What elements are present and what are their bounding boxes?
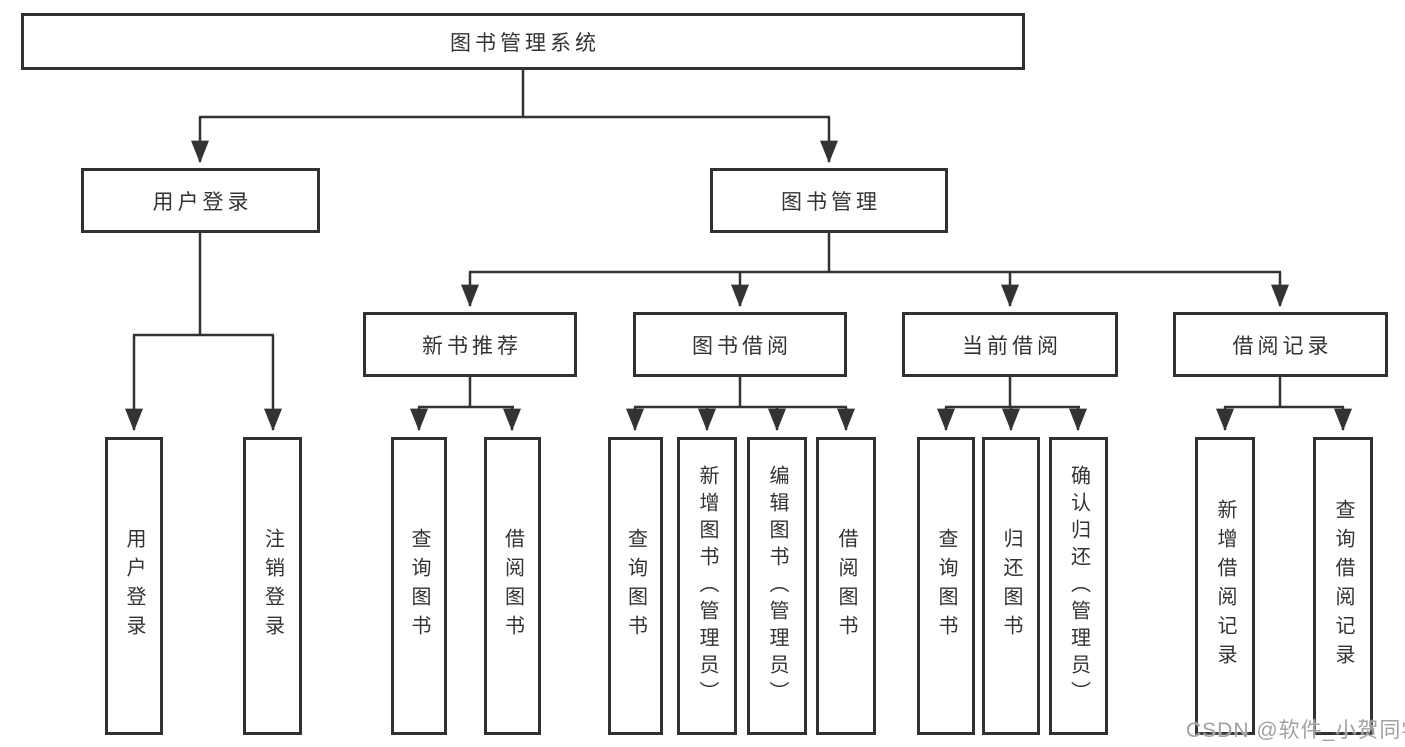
node-query-books-leaf-2: 查询图书 [608,437,663,735]
node-new-book-recommendation: 新书推荐 [363,312,577,377]
node-current-borrowing: 当前借阅 [902,312,1118,377]
node-logout-leaf: 注销登录 [243,437,302,735]
node-label: 归还图书 [1000,528,1022,644]
node-label: 查询图书 [624,528,647,644]
node-borrowing-records: 借阅记录 [1173,312,1388,377]
node-label: 查询图书 [935,528,957,644]
csdn-watermark: CSDN @软件_小贺同学 [1186,719,1405,742]
node-label: 确认归还（管理员） [1067,464,1090,708]
node-label: 图书管理 [781,190,881,214]
node-return-books-leaf: 归还图书 [982,437,1040,735]
node-borrow-books-leaf-1: 借阅图书 [484,437,541,735]
node-label: 编辑图书（管理员） [766,464,788,708]
node-label: 当前借阅 [962,334,1062,358]
node-label: 借阅记录 [1232,334,1333,358]
node-confirm-return-admin-leaf: 确认归还（管理员） [1049,437,1108,735]
node-label: 查询借阅记录 [1332,499,1354,673]
node-label: 用户登录 [152,190,253,214]
node-label: 借阅图书 [835,528,857,644]
node-label: 用户登录 [123,528,145,644]
node-edit-books-admin-leaf: 编辑图书（管理员） [747,437,807,735]
node-label: 新增借阅记录 [1214,499,1236,673]
node-book-borrowing: 图书借阅 [633,312,847,377]
node-label: 借阅图书 [501,528,524,644]
node-label: 查询图书 [408,528,430,644]
node-add-borrow-record-leaf: 新增借阅记录 [1195,437,1255,735]
node-label: 图书借阅 [692,334,792,358]
node-library-management-system: 图书管理系统 [21,13,1025,70]
node-label: 新书推荐 [422,334,522,358]
node-label: 新增图书（管理员） [696,464,718,708]
node-query-borrow-record-leaf: 查询借阅记录 [1313,437,1373,735]
node-book-management-branch: 图书管理 [710,168,948,233]
node-user-login-branch: 用户登录 [81,168,320,233]
node-label: 图书管理系统 [450,31,600,55]
node-label: 注销登录 [261,528,284,644]
node-query-books-leaf-3: 查询图书 [917,437,975,735]
node-borrow-books-leaf-2: 借阅图书 [816,437,876,735]
node-add-books-admin-leaf: 新增图书（管理员） [677,437,737,735]
node-user-login-leaf: 用户登录 [105,437,163,735]
node-query-books-leaf-1: 查询图书 [391,437,447,735]
